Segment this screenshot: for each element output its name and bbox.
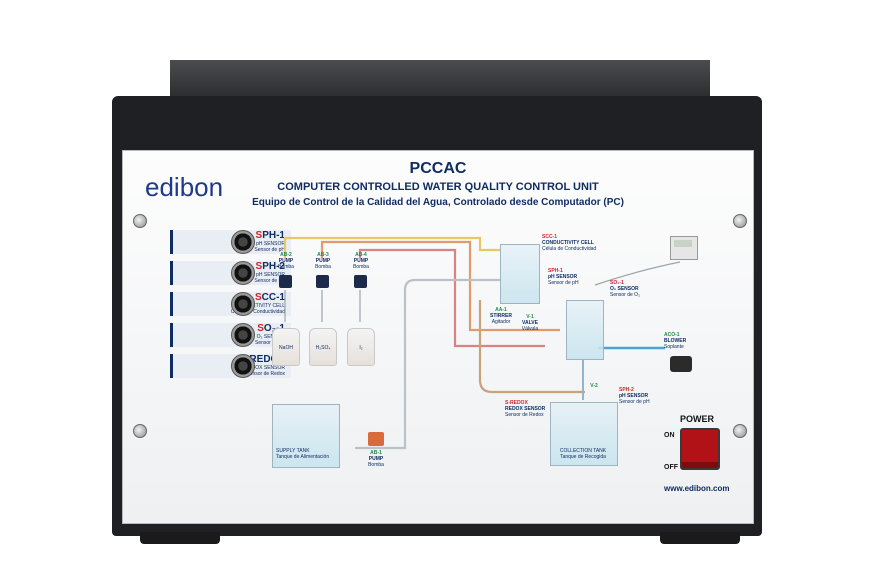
brand-logo: edibon: [145, 171, 224, 202]
sensor-code-lead: S: [255, 261, 263, 272]
sensor-code: PH-2: [262, 261, 285, 272]
sensor-row-sph1: SPH-1 pH SENSOR Sensor de pH: [170, 230, 291, 254]
brand-text: edibon: [145, 171, 224, 202]
power-switch[interactable]: [680, 428, 720, 470]
sensor-name-es: Sensor de pH: [254, 278, 285, 284]
power-on-label: ON: [664, 432, 675, 439]
pump-ab3-icon: [316, 275, 329, 288]
pump-ab1-icon: [368, 432, 384, 446]
cabinet-top: [170, 60, 710, 96]
supply-tank: [272, 404, 340, 468]
bottle-label: NaOH: [279, 345, 293, 351]
sensor-name-es: Sensor de pH: [254, 247, 285, 253]
sensor-connector[interactable]: [231, 261, 255, 285]
title-spanish: Equipo de Control de la Calidad del Agua…: [252, 197, 624, 208]
sensor-connector[interactable]: [231, 292, 255, 316]
wire-display: [594, 261, 681, 286]
sensor-code: PH-1: [262, 230, 285, 241]
sensor-name-en: CONDUCTIVITY CELL: [233, 303, 285, 309]
sensor-connector[interactable]: [231, 323, 255, 347]
screw-icon: [133, 424, 147, 438]
power-label: POWER: [680, 414, 715, 424]
sensor-code-lead: S: [257, 323, 264, 334]
pipe-overflow: [478, 300, 585, 394]
title-english: COMPUTER CONTROLLED WATER QUALITY CONTRO…: [277, 181, 599, 193]
pipe-h2so4: [320, 240, 560, 332]
sensor-name-en: REDOX SENSOR: [244, 365, 285, 371]
bottle-label: I₂: [359, 345, 363, 351]
reactor-tank: [566, 300, 604, 360]
sensor-name-en: pH SENSOR: [256, 241, 285, 247]
pipe-i2: [358, 248, 545, 348]
sensor-connector[interactable]: [231, 354, 255, 378]
sensor-name-es: Sensor de O₂: [254, 340, 285, 346]
label-v2: V-2: [590, 383, 598, 389]
sensor-connector[interactable]: [231, 230, 255, 254]
sensor-name-en: pH SENSOR: [256, 272, 285, 278]
cabinet-foot-left: [140, 532, 220, 544]
pipe-supply: [355, 278, 500, 450]
pump-ab2-icon: [279, 275, 292, 288]
power-off-label: OFF: [664, 464, 678, 471]
sensor-name-es: Sensor de Redox: [246, 371, 285, 377]
unit-code: PCCAC: [409, 160, 467, 177]
sensor-name-en: O₂ SENSOR: [256, 334, 285, 340]
screw-icon: [733, 214, 747, 228]
bottle-h2so4: H₂SO₄: [309, 328, 337, 366]
pipe-naoh: [283, 236, 500, 258]
conductivity-tank: [500, 244, 540, 304]
sensor-row-scc1: SCC-1 CONDUCTIVITY CELL Célula de Conduc…: [170, 292, 291, 316]
sensor-name-es: Célula de Conductividad: [230, 309, 285, 315]
website-url: www.edibon.com: [664, 484, 730, 493]
sensor-row-sph2: SPH-2 pH SENSOR Sensor de pH: [170, 261, 291, 285]
screw-icon: [733, 424, 747, 438]
sensor-code: CC-1: [261, 292, 285, 303]
pump-ab4-icon: [354, 275, 367, 288]
controller-display-icon: [670, 236, 698, 260]
sensor-code: -REDOX: [246, 354, 285, 365]
bottle-i2: I₂: [347, 328, 375, 366]
cabinet-foot-right: [660, 532, 740, 544]
screw-icon: [133, 214, 147, 228]
bottle-label: H₂SO₄: [315, 345, 331, 351]
sensor-code-lead: S: [254, 292, 262, 303]
bottle-naoh: NaOH: [272, 328, 300, 366]
collection-tank: [550, 402, 618, 466]
blower-icon: [670, 356, 692, 372]
sensor-row-sredox: S-REDOX REDOX SENSOR Sensor de Redox: [170, 354, 291, 378]
sensor-code-lead: S: [255, 230, 263, 241]
